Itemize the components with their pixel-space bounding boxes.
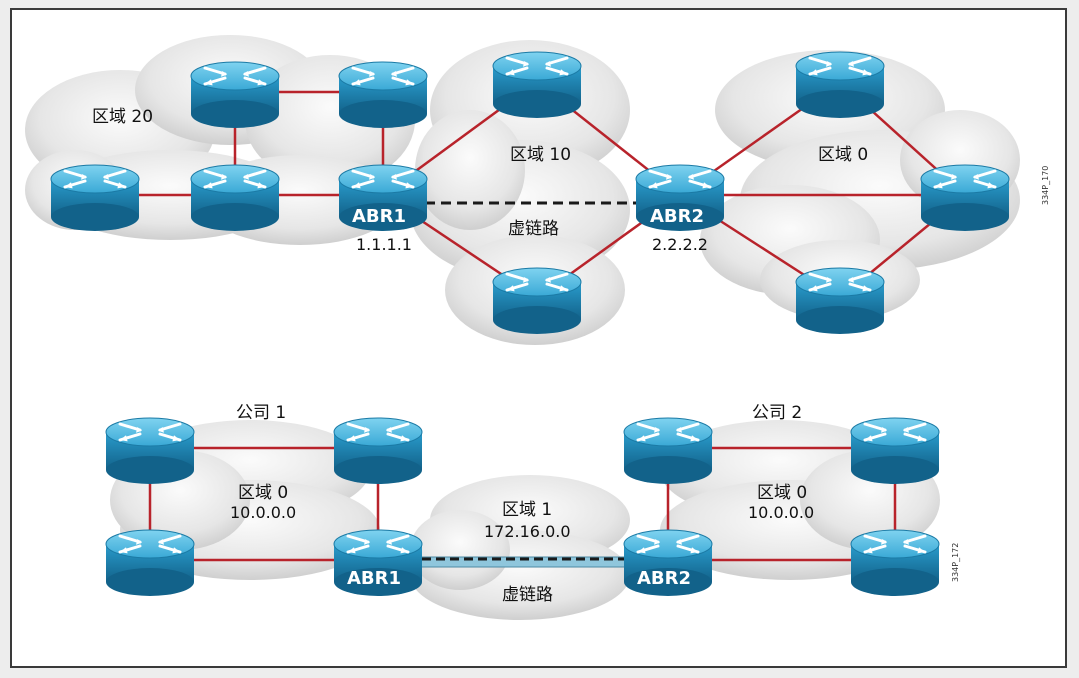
router-icon bbox=[332, 416, 424, 486]
label-bottom-abr2: ABR2 bbox=[637, 568, 691, 589]
label-area-20: 区域 20 bbox=[92, 107, 153, 127]
cloud-area-1 bbox=[410, 475, 630, 620]
label-c2-area: 区域 0 bbox=[757, 483, 807, 503]
router-icon bbox=[794, 266, 886, 336]
figure-id-top: 334P_170 bbox=[1041, 166, 1050, 205]
label-abr2-address: 2.2.2.2 bbox=[652, 235, 708, 254]
router-icon bbox=[491, 266, 583, 336]
label-company-1: 公司 1 bbox=[236, 403, 286, 423]
router-icon bbox=[919, 163, 1011, 233]
figure-id-bottom: 334P_172 bbox=[951, 543, 960, 582]
router-icon bbox=[104, 528, 196, 598]
router-icon bbox=[491, 50, 583, 120]
label-area-0: 区域 0 bbox=[818, 145, 868, 165]
label-c1-area: 区域 0 bbox=[238, 483, 288, 503]
router-icon bbox=[49, 163, 141, 233]
label-top-virtual-link: 虚链路 bbox=[508, 219, 559, 239]
router-icon bbox=[337, 60, 429, 130]
label-top-abr1: ABR1 bbox=[352, 206, 406, 227]
label-area-1-network: 172.16.0.0 bbox=[484, 522, 571, 541]
router-icon bbox=[104, 416, 196, 486]
router-icon bbox=[794, 50, 886, 120]
label-abr1-address: 1.1.1.1 bbox=[356, 235, 412, 254]
label-area-1: 区域 1 bbox=[502, 500, 552, 520]
label-c1-network: 10.0.0.0 bbox=[230, 503, 296, 522]
router-icon bbox=[189, 60, 281, 130]
label-bottom-abr1: ABR1 bbox=[347, 568, 401, 589]
router-icon bbox=[849, 528, 941, 598]
router-icon bbox=[189, 163, 281, 233]
router-icon bbox=[622, 416, 714, 486]
label-area-10: 区域 10 bbox=[510, 145, 571, 165]
label-c2-network: 10.0.0.0 bbox=[748, 503, 814, 522]
router-icon bbox=[849, 416, 941, 486]
label-company-2: 公司 2 bbox=[752, 403, 802, 423]
label-bottom-virtual-link: 虚链路 bbox=[502, 585, 553, 605]
label-top-abr2: ABR2 bbox=[650, 206, 704, 227]
